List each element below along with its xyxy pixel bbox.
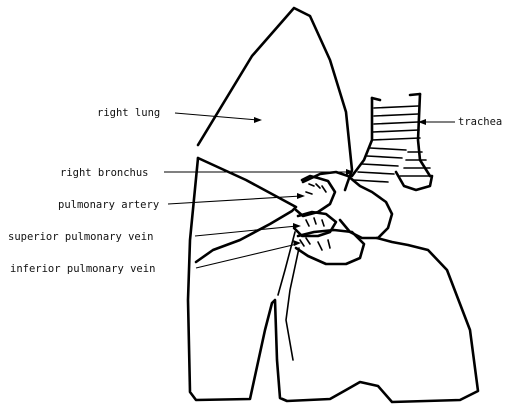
label-right-lung: right lung [97,107,160,119]
inferior-pulmonary-vein-leader [196,244,297,268]
label-pulmonary-artery: pulmonary artery [58,199,159,211]
pulmonary-artery-ridge [306,184,326,194]
label-trachea: trachea [458,116,502,128]
trachea-ring [354,106,420,182]
right-lung-middle-lobe [196,158,296,262]
trachea-right-wall [418,94,430,176]
superior-pulmonary-vein-ridge [306,218,324,226]
inferior-pulmonary-vein-ridge [300,238,330,250]
trachea-lower-right [396,172,432,190]
label-right-bronchus: right bronchus [60,167,149,179]
trachea-top [372,94,420,100]
lung-fissure-line [286,248,299,360]
right-lung-upper-lobe [198,8,352,190]
label-superior-pulmonary-vein: superior pulmonary vein [8,231,153,243]
superior-pulmonary-vein-arrow [293,223,301,229]
pulmonary-artery-arrow [297,193,305,199]
superior-pulmonary-vein-leader [195,226,297,236]
right-lung-arrow [254,117,262,123]
lung-fissure-line [278,232,295,295]
label-inferior-pulmonary-vein: inferior pulmonary vein [10,263,155,275]
